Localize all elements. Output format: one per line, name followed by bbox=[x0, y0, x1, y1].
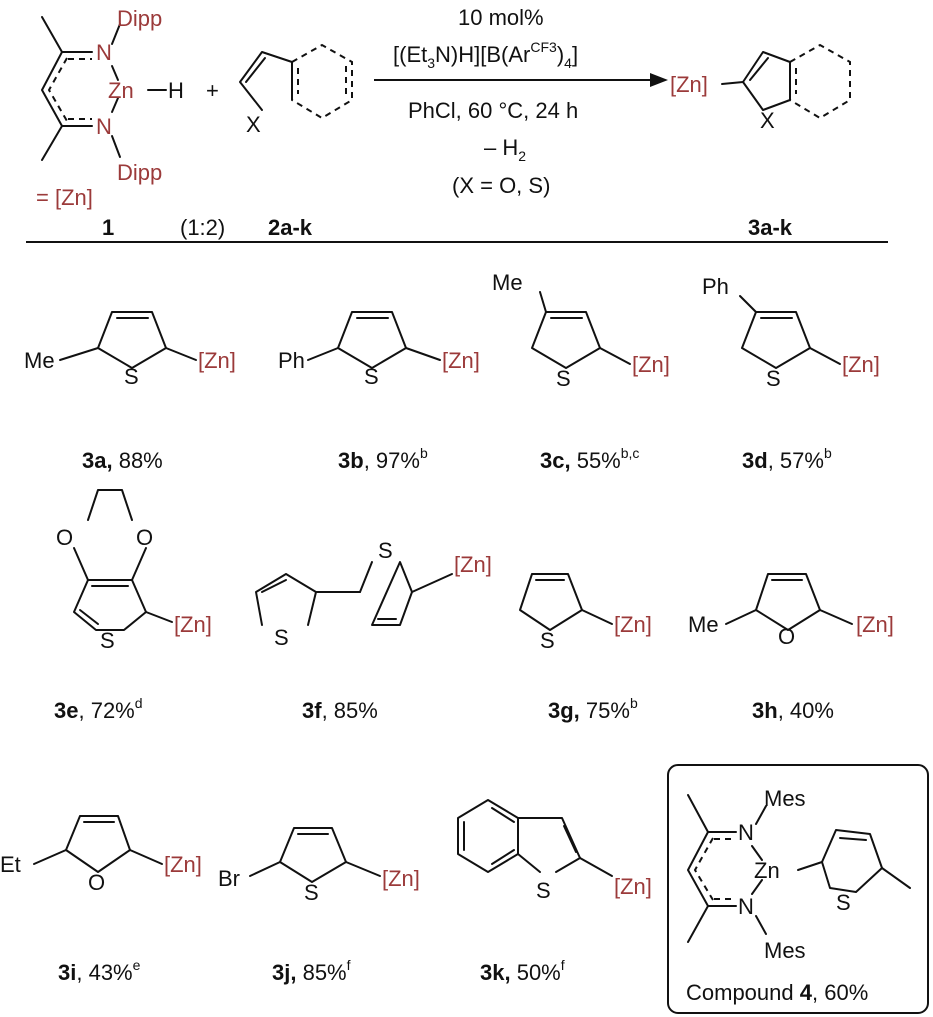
phenyl-label: Ph bbox=[702, 274, 729, 299]
hydride-label: H bbox=[168, 78, 184, 103]
caption-3c: 3c, 55%b,c bbox=[540, 445, 639, 473]
methyl-label: Me bbox=[492, 270, 523, 295]
oxygen-label: O bbox=[136, 525, 153, 550]
sulfur-label: S bbox=[836, 890, 851, 915]
caption-compound-4: Compound 4, 60% bbox=[686, 980, 868, 1005]
caption-3a: 3a, 88% bbox=[82, 448, 163, 473]
sulfur-label: S bbox=[556, 366, 571, 391]
dipp-label-bottom: Dipp bbox=[117, 160, 162, 185]
structure-3i: Et O [Zn] bbox=[0, 815, 202, 895]
zn-label: [Zn] bbox=[614, 612, 652, 637]
zn-label: [Zn] bbox=[632, 352, 670, 377]
sulfur-label: S bbox=[378, 538, 393, 563]
substrate-heteroatom: X bbox=[246, 112, 261, 137]
caption-3d: 3d, 57%b bbox=[742, 445, 832, 473]
mesityl-label-bottom: Mes bbox=[764, 938, 806, 963]
reagent-ratio: (1:2) bbox=[180, 215, 225, 240]
oxygen-label: O bbox=[56, 525, 73, 550]
product-general-zn: [Zn] bbox=[670, 72, 708, 97]
caption-3b: 3b, 97%b bbox=[338, 445, 428, 473]
structure-3f: S S [Zn] bbox=[255, 538, 492, 650]
caption-3e: 3e, 72%d bbox=[54, 695, 143, 723]
product-general-structure: [Zn] X bbox=[670, 43, 851, 133]
substrate-label: 2a-k bbox=[268, 215, 313, 240]
zn-label: [Zn] bbox=[164, 852, 202, 877]
sulfur-label: S bbox=[304, 880, 319, 905]
heteroatom-note: (X = O, S) bbox=[452, 173, 550, 198]
catalyst-formula: [(Et3N)H][B(ArCF3)4] bbox=[393, 39, 578, 71]
mesityl-label-top: Mes bbox=[764, 786, 806, 811]
caption-3h: 3h, 40% bbox=[752, 698, 834, 723]
sulfur-label: S bbox=[766, 366, 781, 391]
reagent-1-structure: Dipp N Zn H N Dipp = [Zn] bbox=[36, 6, 184, 210]
zn-abbreviation: = [Zn] bbox=[36, 185, 93, 210]
oxygen-label: O bbox=[778, 624, 795, 649]
structure-3d: Ph S [Zn] bbox=[702, 274, 880, 391]
zn-label-reagent: Zn bbox=[108, 78, 134, 103]
methyl-label: Me bbox=[24, 348, 55, 373]
structure-3g: S [Zn] bbox=[519, 573, 652, 653]
oxygen-label: O bbox=[88, 870, 105, 895]
caption-3i: 3i, 43%e bbox=[58, 957, 141, 985]
product-general-label: 3a-k bbox=[748, 215, 793, 240]
structure-3k: S [Zn] bbox=[457, 799, 652, 903]
byproduct-h2: – H2 bbox=[484, 135, 526, 164]
plus-sign: + bbox=[206, 78, 219, 103]
sulfur-label: S bbox=[274, 625, 289, 650]
sulfur-label: S bbox=[536, 878, 551, 903]
structure-3a: Me S [Zn] bbox=[24, 311, 236, 389]
sulfur-label: S bbox=[540, 628, 555, 653]
product-general-heteroatom: X bbox=[760, 108, 775, 133]
methyl-label: Me bbox=[688, 612, 719, 637]
reagent-1-label: 1 bbox=[102, 215, 114, 240]
n-label-top: N bbox=[96, 40, 112, 65]
structure-3c: Me S [Zn] bbox=[492, 270, 670, 391]
dipp-label-top: Dipp bbox=[117, 6, 162, 31]
zn-label: [Zn] bbox=[454, 552, 492, 577]
caption-3j: 3j, 85%f bbox=[272, 957, 351, 985]
zn-label: [Zn] bbox=[174, 612, 212, 637]
structure-3e: O O S [Zn] bbox=[56, 489, 212, 653]
bromine-label: Br bbox=[218, 866, 240, 891]
solvent-temp-time: PhCl, 60 °C, 24 h bbox=[408, 98, 578, 123]
zn-label: [Zn] bbox=[442, 348, 480, 373]
zn-label: [Zn] bbox=[382, 866, 420, 891]
ethyl-label: Et bbox=[0, 852, 21, 877]
n-label-bottom: N bbox=[96, 114, 112, 139]
n-label-bottom: N bbox=[738, 894, 754, 919]
compound-4-box: Mes N Zn N Mes S Compound 4, 60% bbox=[667, 764, 929, 1014]
arrow-head bbox=[650, 73, 668, 87]
zn-label: [Zn] bbox=[856, 612, 894, 637]
sulfur-label: S bbox=[364, 364, 379, 389]
catalyst-loading: 10 mol% bbox=[458, 5, 544, 30]
caption-3g: 3g, 75%b bbox=[548, 695, 638, 723]
zn-label-compound-4: Zn bbox=[754, 858, 780, 883]
structure-3h: Me O [Zn] bbox=[688, 573, 894, 649]
zn-label: [Zn] bbox=[198, 348, 236, 373]
sulfur-label: S bbox=[100, 628, 115, 653]
caption-3k: 3k, 50%f bbox=[480, 957, 565, 985]
structure-3j: Br S [Zn] bbox=[218, 827, 420, 905]
zn-label: [Zn] bbox=[614, 874, 652, 899]
zn-label: [Zn] bbox=[842, 352, 880, 377]
phenyl-label: Ph bbox=[278, 348, 305, 373]
sulfur-label: S bbox=[124, 364, 139, 389]
caption-3f: 3f, 85% bbox=[302, 698, 378, 723]
structure-3b: Ph S [Zn] bbox=[278, 311, 480, 389]
compound-4-frame bbox=[667, 764, 929, 1014]
substrate-2-structure: X bbox=[239, 43, 353, 137]
n-label-top: N bbox=[738, 820, 754, 845]
